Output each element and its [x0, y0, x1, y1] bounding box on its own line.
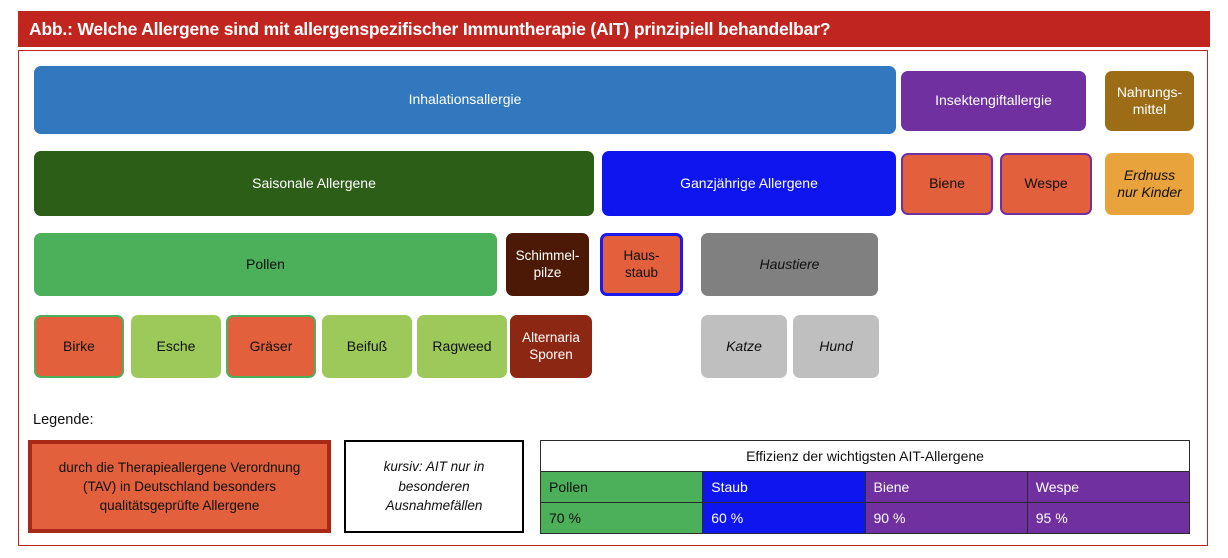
node-pollen[interactable]: Pollen	[34, 233, 497, 296]
node-ragweed[interactable]: Ragweed	[417, 315, 507, 378]
node-haustiere[interactable]: Haustiere	[701, 233, 878, 296]
figure-title-bar: Abb.: Welche Allergene sind mit allergen…	[18, 11, 1210, 47]
legend-kursiv-box: kursiv: AIT nur in besonderen Ausnahmefä…	[344, 440, 524, 533]
node-ganzjaehrige-allergene[interactable]: Ganzjährige Allergene	[602, 151, 896, 216]
node-nahrungsmittel[interactable]: Nahrungs- mittel	[1105, 71, 1194, 131]
legend-kursiv-text: kursiv: AIT nur in besonderen Ausnahmefä…	[383, 459, 485, 514]
node-label: Erdnuss nur Kinder	[1117, 166, 1182, 200]
node-label: Insektengiftallergie	[935, 92, 1052, 109]
node-label: Gräser	[249, 337, 293, 354]
table-value-biene: 90 %	[864, 502, 1028, 534]
node-wespe[interactable]: Wespe	[1000, 153, 1092, 215]
node-label: Birke	[63, 337, 95, 354]
node-label: Pollen	[246, 255, 285, 272]
node-insektengiftallergie[interactable]: Insektengiftallergie	[901, 71, 1086, 131]
efficiency-table: Effizienz der wichtigsten AIT-Allergene …	[539, 440, 1191, 534]
legend-tav-box: durch die Therapieallergene Verordnung (…	[28, 440, 331, 533]
node-label: Schimmel- pilze	[515, 248, 580, 280]
table-header-pollen: Pollen	[539, 471, 704, 503]
node-label: Esche	[156, 337, 196, 354]
node-label: Ganzjährige Allergene	[680, 174, 818, 191]
node-label: Inhalationsallergie	[408, 91, 522, 108]
node-biene[interactable]: Biene	[901, 153, 993, 215]
table-row-values: 70 % 60 % 90 % 95 %	[539, 502, 1191, 534]
node-schimmelpilze[interactable]: Schimmel- pilze	[506, 233, 589, 296]
node-label: Katze	[726, 337, 762, 354]
table-header-biene: Biene	[864, 471, 1028, 503]
node-label: Hund	[819, 337, 853, 354]
node-hund[interactable]: Hund	[793, 315, 879, 378]
table-header-staub: Staub	[702, 471, 866, 503]
legend-heading: Legende:	[33, 412, 94, 428]
table-value-pollen: 70 %	[539, 502, 704, 534]
node-label: Haustiere	[759, 255, 820, 272]
node-katze[interactable]: Katze	[701, 315, 787, 378]
node-label: Ragweed	[432, 337, 492, 354]
node-label: Wespe	[1024, 175, 1068, 192]
table-row-headers: Pollen Staub Biene Wespe	[539, 471, 1191, 503]
efficiency-table-title: Effizienz der wichtigsten AIT-Allergene	[540, 440, 1190, 472]
node-hausstaub[interactable]: Haus- staub	[600, 233, 683, 296]
node-label: Haus- staub	[623, 248, 660, 280]
node-inhalationsallergie[interactable]: Inhalationsallergie	[34, 66, 896, 134]
node-graeser[interactable]: Gräser	[226, 315, 316, 378]
node-label: Saisonale Allergene	[252, 174, 376, 191]
node-beifuss[interactable]: Beifuß	[322, 315, 412, 378]
node-label: Alternaria Sporen	[522, 330, 580, 362]
node-label: Beifuß	[346, 337, 388, 354]
legend-tav-text: durch die Therapieallergene Verordnung (…	[58, 459, 301, 514]
table-header-wespe: Wespe	[1026, 471, 1191, 503]
node-label: Biene	[929, 175, 965, 192]
node-alternaria-sporen[interactable]: Alternaria Sporen	[510, 315, 592, 378]
page-title: Abb.: Welche Allergene sind mit allergen…	[29, 18, 831, 39]
table-row-title: Effizienz der wichtigsten AIT-Allergene	[540, 440, 1190, 472]
table-value-staub: 60 %	[702, 502, 866, 534]
node-label: Nahrungs- mittel	[1116, 83, 1183, 117]
node-saisonale-allergene[interactable]: Saisonale Allergene	[34, 151, 594, 216]
node-esche[interactable]: Esche	[131, 315, 221, 378]
table-value-wespe: 95 %	[1026, 502, 1191, 534]
node-erdnuss[interactable]: Erdnuss nur Kinder	[1105, 153, 1194, 215]
node-birke[interactable]: Birke	[34, 315, 124, 378]
